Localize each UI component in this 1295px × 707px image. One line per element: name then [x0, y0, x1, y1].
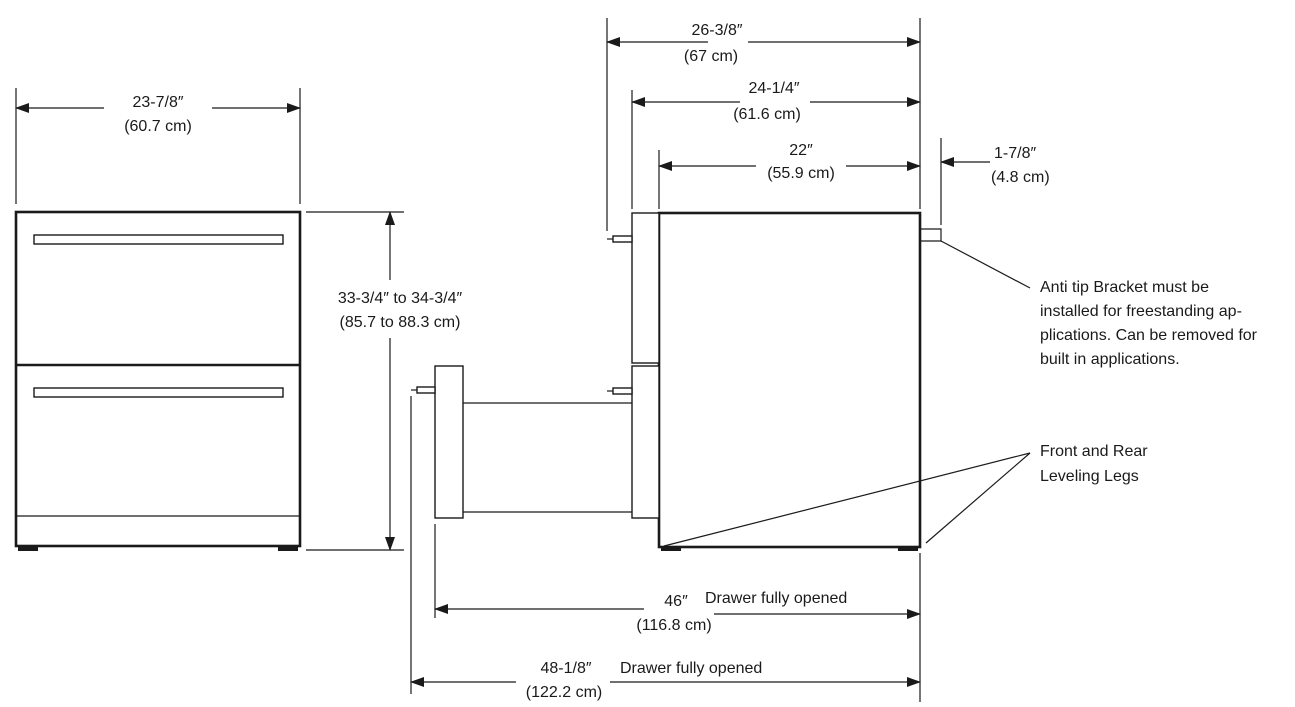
upper-side-handle	[612, 235, 633, 243]
bracket-callout-line-3: plications. Can be removed for	[1040, 327, 1258, 344]
door-depth-in: 24-1/4″	[748, 80, 799, 97]
side-front-foot	[661, 547, 681, 551]
opened-drawer-handle	[416, 386, 436, 394]
legs-callout-line-2: Leveling Legs	[1040, 468, 1139, 485]
bracket-callout-line-4: built in applications.	[1040, 351, 1180, 368]
open-depth-cm: (116.8 cm)	[636, 617, 711, 634]
open-depth-note: Drawer fully opened	[705, 590, 847, 607]
legs-leader-rear	[925, 452, 1031, 544]
legs-callout-line-1: Front and Rear	[1040, 443, 1148, 460]
opened-drawer-front	[434, 365, 464, 519]
bracket-cm: (4.8 cm)	[991, 169, 1050, 186]
front-left-foot	[18, 546, 38, 551]
cabinet-depth-cm: (55.9 cm)	[767, 165, 835, 182]
lower-drawer-front	[631, 365, 660, 519]
overall-depth-cm: (67 cm)	[684, 48, 738, 65]
open-handle-note: Drawer fully opened	[620, 660, 762, 677]
callouts: Anti tip Bracket must be installed for f…	[663, 240, 1258, 547]
open-depth-in: 46″	[664, 593, 688, 610]
open-handle-in: 48-1/8″	[540, 660, 591, 677]
front-width-cm: (60.7 cm)	[124, 118, 192, 135]
side-view: 26-3/8″ (67 cm) 24-1/4″ (61.6 cm) 22″ (5…	[410, 18, 1050, 702]
legs-leader-front	[663, 452, 1031, 547]
bracket-callout-line-2: installed for freestanding ap-	[1040, 303, 1242, 320]
lower-side-handle	[612, 387, 633, 395]
upper-drawer-handle	[33, 234, 284, 245]
door-depth-cm: (61.6 cm)	[733, 106, 801, 123]
front-cabinet-outline	[14, 210, 302, 548]
side-cabinet-body	[657, 211, 922, 549]
front-view: 23-7/8″ (60.7 cm) 33-3/4″ to 34-3/4″ (85…	[14, 88, 463, 551]
side-rear-foot	[898, 547, 918, 551]
open-handle-cm: (122.2 cm)	[526, 684, 602, 701]
anti-tip-bracket	[920, 228, 942, 242]
lower-drawer-handle	[33, 387, 284, 398]
front-height-in: 33-3/4″ to 34-3/4″	[338, 290, 463, 307]
bracket-callout-line-1: Anti tip Bracket must be	[1040, 279, 1209, 296]
bracket-in: 1-7/8″	[994, 145, 1036, 162]
overall-depth-in: 26-3/8″	[691, 22, 742, 39]
cabinet-depth-in: 22″	[789, 142, 813, 159]
upper-drawer-front	[631, 212, 660, 364]
bracket-leader	[940, 240, 1031, 289]
front-height-cm: (85.7 to 88.3 cm)	[340, 314, 461, 331]
front-right-foot	[278, 546, 298, 551]
front-width-in: 23-7/8″	[132, 94, 183, 111]
